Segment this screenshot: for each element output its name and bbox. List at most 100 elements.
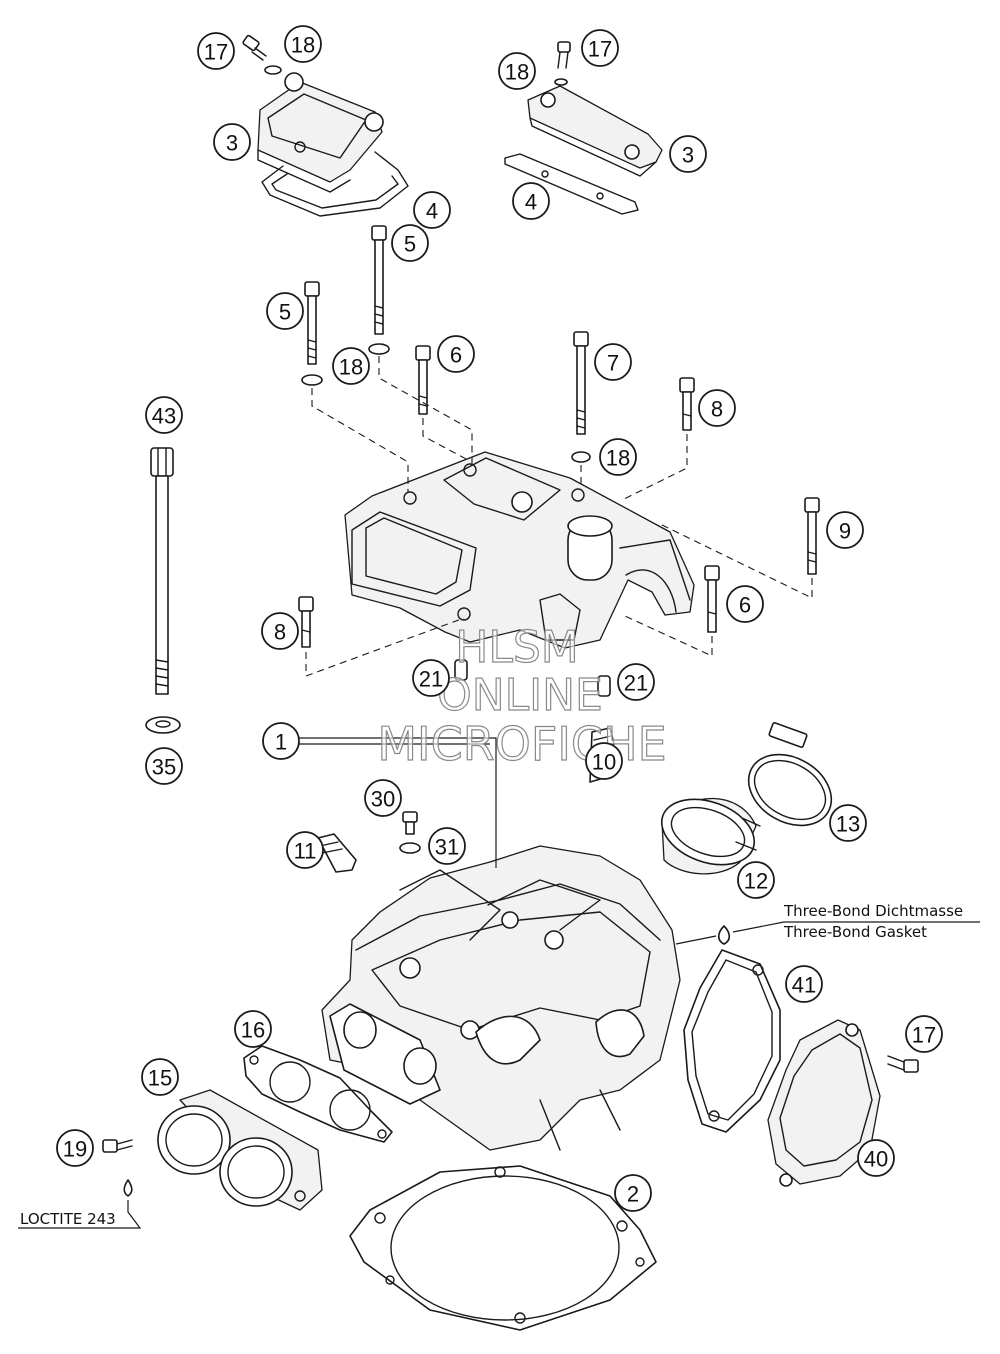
callout-circle [284, 25, 322, 63]
callout-4b: 4 [512, 182, 550, 220]
callout-1: 1 [262, 722, 300, 760]
callout-31: 31 [428, 827, 466, 865]
callout-circle [197, 32, 235, 70]
callout-circle [669, 135, 707, 173]
callout-5b: 5 [391, 224, 429, 262]
washer-18-top-right [554, 78, 568, 86]
callout-circle [234, 1010, 272, 1048]
bolt-9 [804, 497, 820, 575]
callout-label: 7 [607, 351, 619, 376]
callout-43: 43 [145, 396, 183, 434]
callout-label: 17 [912, 1023, 936, 1048]
callout-11: 11 [286, 831, 324, 869]
callout-circle [905, 1015, 943, 1053]
callout-3a: 3 [213, 123, 251, 161]
note-three-bond-de: Three-Bond Dichtmasse [783, 902, 963, 920]
callout-17c: 17 [905, 1015, 943, 1053]
callout-circle [332, 347, 370, 385]
callout-21a: 21 [412, 659, 450, 697]
callout-18b: 18 [498, 52, 536, 90]
three-bond-drop [717, 925, 731, 945]
intake-flange-12 [660, 797, 761, 875]
camshaft-carrier [344, 451, 695, 649]
callout-17b: 17 [581, 29, 619, 67]
callout-label: 43 [152, 404, 176, 429]
callout-8b: 8 [261, 612, 299, 650]
callout-circle [266, 292, 304, 330]
callout-label: 19 [63, 1137, 87, 1162]
callout-21b: 21 [617, 663, 655, 701]
callout-18d: 18 [599, 438, 637, 476]
callout-16: 16 [234, 1010, 272, 1048]
callout-label: 16 [241, 1018, 265, 1043]
washer-18-right [571, 451, 591, 463]
callout-circle [826, 511, 864, 549]
exhaust-gasket-16 [243, 1045, 393, 1143]
callout-3b: 3 [669, 135, 707, 173]
callout-circle [413, 191, 451, 229]
bolt-5-left [304, 281, 320, 365]
callout-label: 5 [404, 232, 416, 257]
bolt-8-lower [298, 596, 314, 648]
callout-circle [512, 182, 550, 220]
callout-circle [145, 747, 183, 785]
callout-label: 4 [426, 199, 438, 224]
note-loctite: LOCTITE 243 [20, 1210, 116, 1228]
dowel-21-right [597, 675, 611, 697]
callout-circle [437, 335, 475, 373]
loctite-leader-line [18, 1200, 142, 1229]
callout-2: 2 [614, 1174, 652, 1212]
stud-11 [317, 833, 357, 873]
bolt-6-lower [704, 565, 720, 633]
valve-cover-gasket-left [261, 151, 409, 217]
callout-label: 15 [148, 1066, 172, 1091]
three-bond-to-head-line [675, 935, 717, 945]
callout-19: 19 [56, 1129, 94, 1167]
callout-label: 13 [836, 812, 860, 837]
callout-circle [261, 612, 299, 650]
valve-cover-right [527, 85, 663, 177]
callout-label: 3 [226, 131, 238, 156]
callout-12: 12 [737, 861, 775, 899]
valve-cover-gasket-right [504, 153, 639, 215]
callout-circle [145, 396, 183, 434]
callout-label: 2 [627, 1182, 639, 1207]
callout-label: 21 [624, 671, 648, 696]
callout-18a: 18 [284, 25, 322, 63]
callout-circle [585, 742, 623, 780]
callout-18c: 18 [332, 347, 370, 385]
watermark: HLSM ONLINE MICROFICHE [377, 621, 668, 771]
callout-circle [262, 722, 300, 760]
callout-circle [698, 389, 736, 427]
callout-label: 6 [739, 593, 751, 618]
washer-18-top-left [264, 65, 282, 75]
assembly-guide-lines [305, 356, 813, 677]
callout-label: 21 [419, 667, 443, 692]
callout-label: 17 [204, 40, 228, 65]
callout-10: 10 [585, 742, 623, 780]
part-1-leader-line [296, 737, 497, 868]
callout-label: 41 [792, 973, 816, 998]
callout-circle [364, 779, 402, 817]
callout-circle [829, 804, 867, 842]
callout-circle [498, 52, 536, 90]
callout-circle [391, 224, 429, 262]
callout-circle [857, 1139, 895, 1177]
callout-label: 5 [279, 300, 291, 325]
callout-circle [56, 1129, 94, 1167]
callout-label: 18 [291, 33, 315, 58]
callout-13: 13 [829, 804, 867, 842]
callout-circle [213, 123, 251, 161]
callout-4a: 4 [413, 191, 451, 229]
callout-17a: 17 [197, 32, 235, 70]
washer-18-left [301, 374, 323, 386]
exhaust-flange-15 [157, 1089, 323, 1211]
stud-bolt-43 [150, 447, 174, 695]
callout-label: 35 [152, 755, 176, 780]
cylinder-head-gasket-2 [349, 1165, 657, 1331]
callout-15: 15 [141, 1058, 179, 1096]
loctite-drop [123, 1179, 133, 1197]
cover-gasket-41 [683, 949, 781, 1133]
